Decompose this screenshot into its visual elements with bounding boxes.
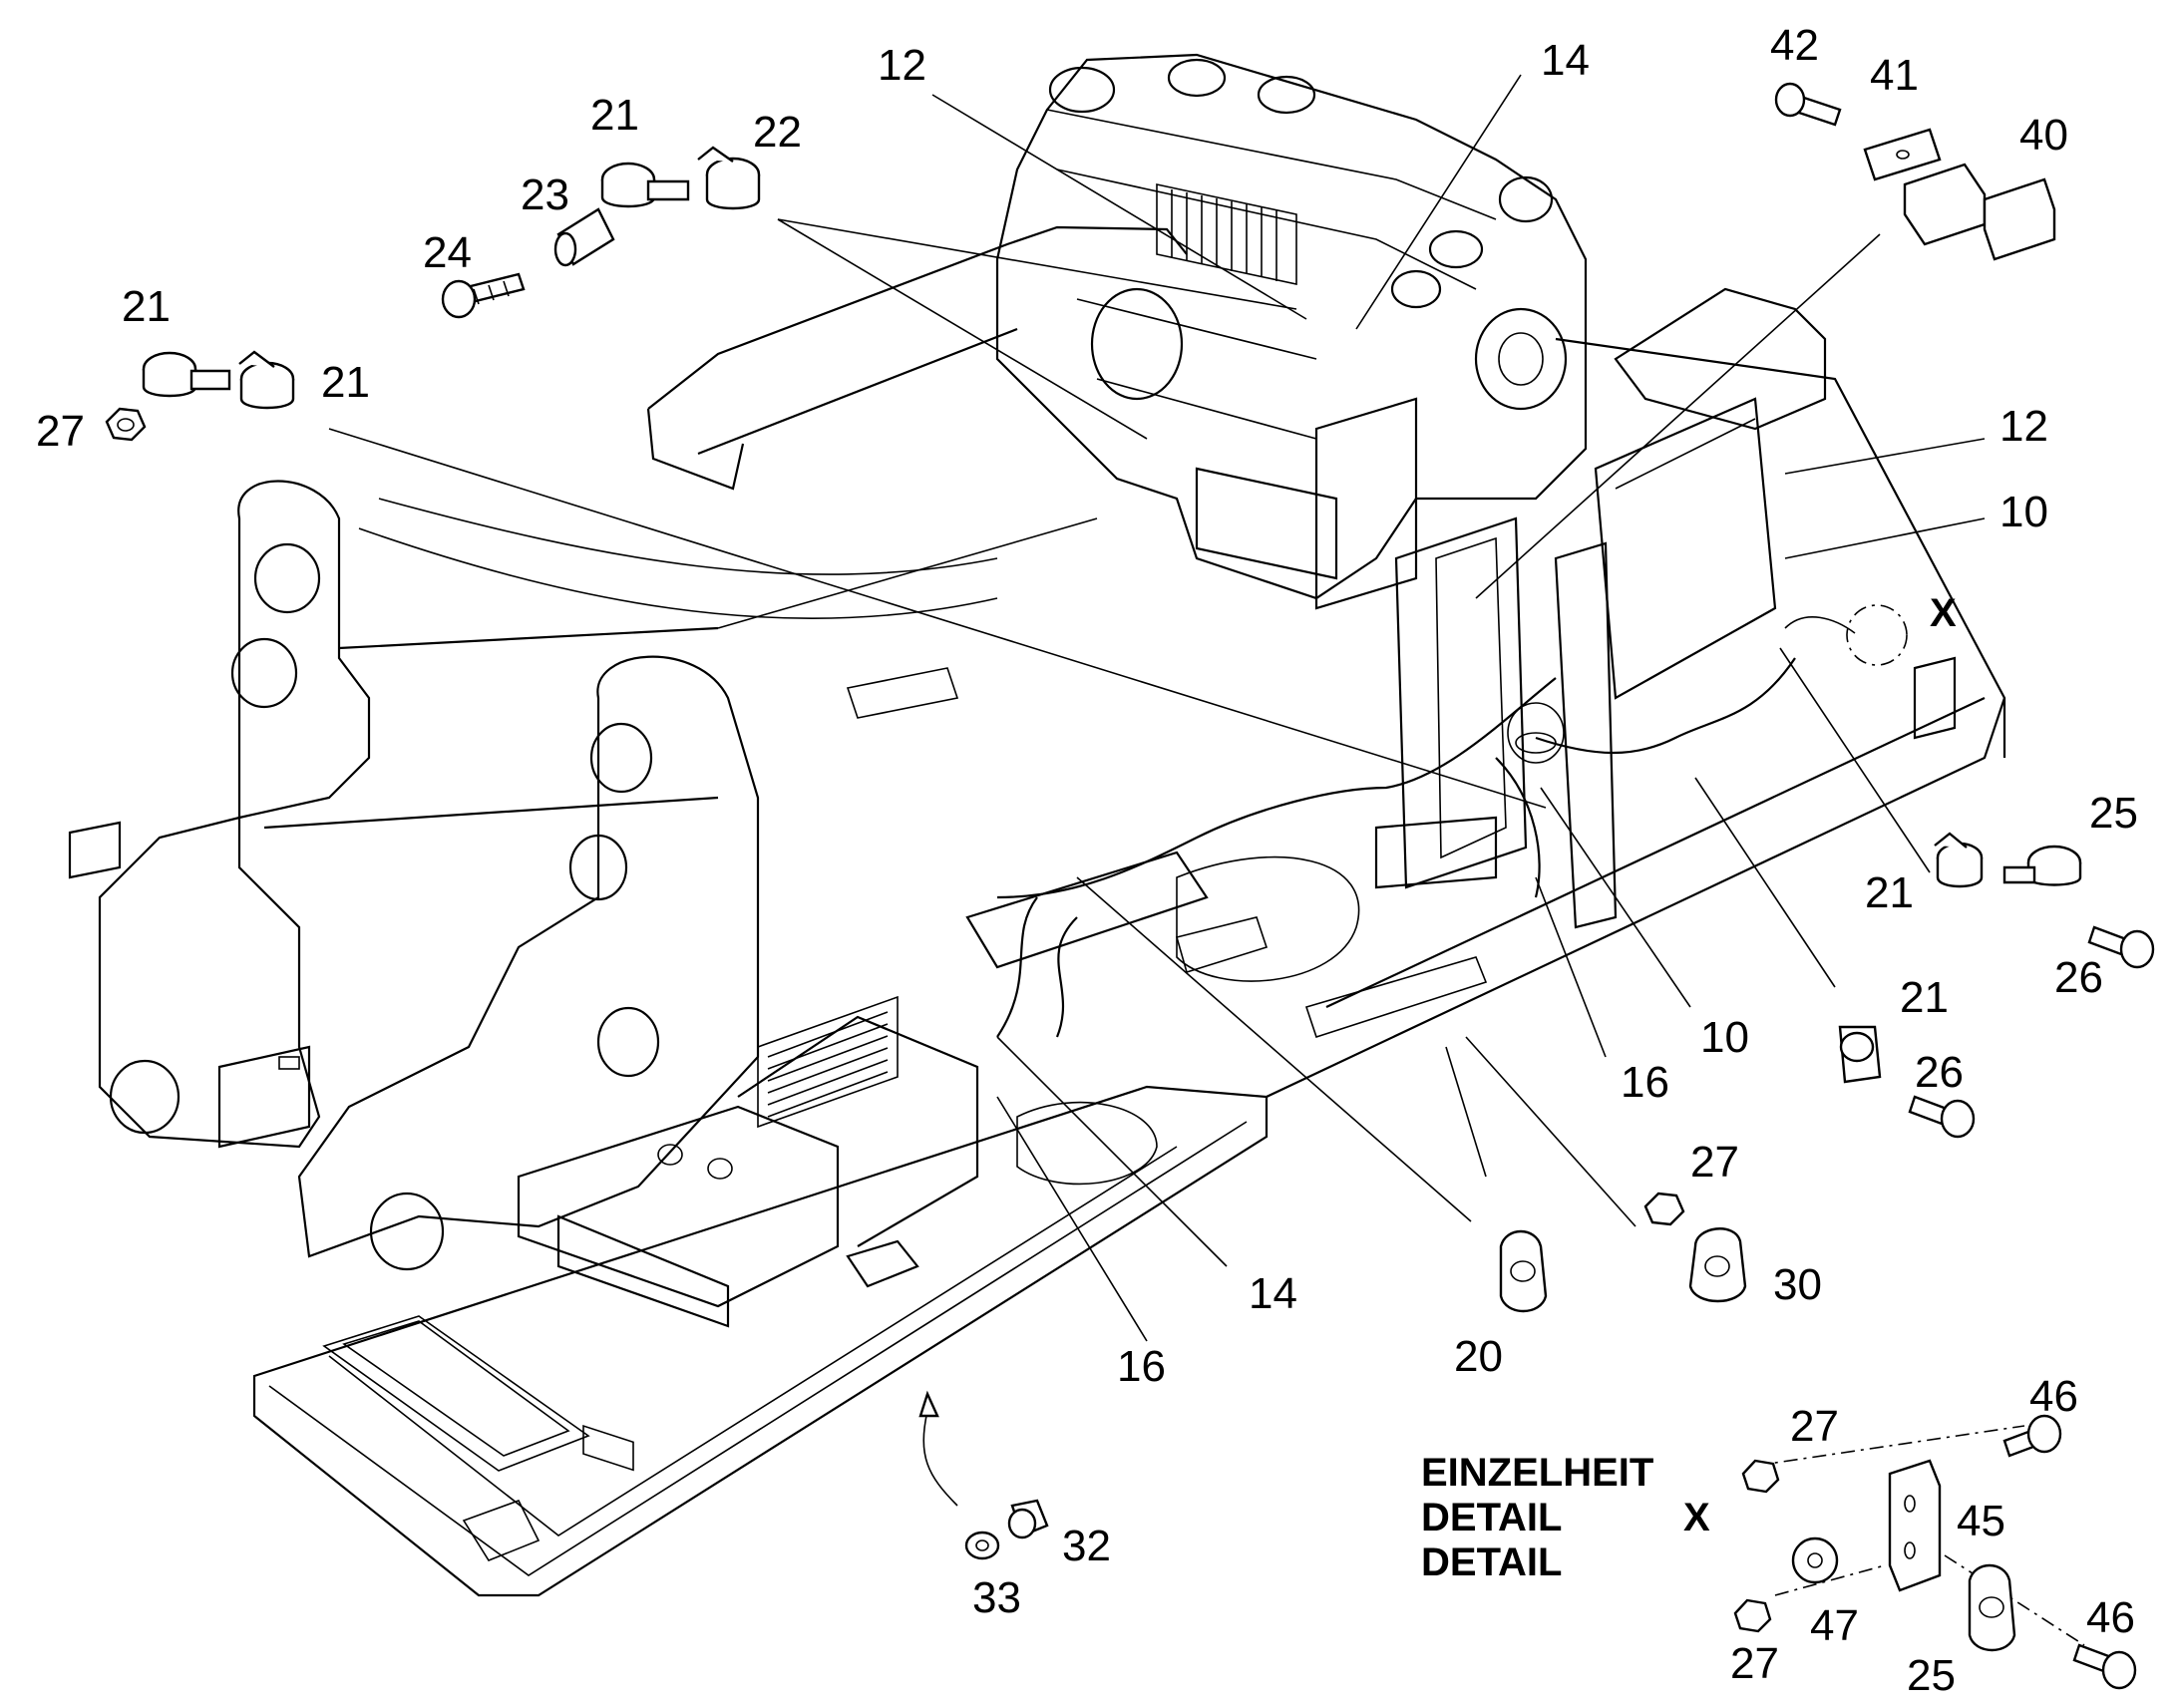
callout-10: 10 [1999,488,2048,536]
detail-title-line2: DETAIL [1421,1496,1562,1539]
callout-25: 25 [2089,789,2138,838]
callout-20: 20 [1454,1332,1503,1381]
callout-33: 33 [972,1573,1021,1622]
detail-title-marker: X [1683,1496,1710,1539]
bolt-46-bottom [2072,1643,2137,1690]
bracket-40 [1903,163,2056,261]
detail-title-line3: DETAIL [1421,1540,1562,1584]
washer-33 [964,1531,1000,1560]
callout-26: 26 [1915,1048,1964,1097]
callout-46: 46 [2029,1372,2078,1421]
callout-40: 40 [2019,111,2068,160]
bolt-32 [1007,1499,1049,1539]
radiator-assembly [1314,287,1957,929]
callout-10: 10 [1700,1013,1749,1062]
bolt-26-right [2087,925,2155,969]
electronics-box [517,995,979,1472]
callout-27: 27 [36,407,85,456]
nut-27-detail-bottom [1733,1598,1772,1633]
callout-21: 21 [1865,868,1914,917]
clip-30 [1688,1227,1747,1303]
clamp-21-left-b [238,350,295,410]
callout-47: 47 [1810,1601,1859,1650]
callout-32: 32 [1062,1522,1111,1570]
engine-block [995,53,1588,600]
clamp-20 [1499,1229,1548,1313]
callout-14: 14 [1541,36,1590,85]
callout-42: 42 [1770,21,1819,70]
detail-title-line1: EINZELHEIT [1421,1451,1653,1495]
bolt-26-mid [1908,1095,1976,1139]
clamp-21-right [1934,832,1984,888]
callout-23: 23 [521,171,569,219]
callout-41: 41 [1870,51,1919,100]
nut-27-mid [1643,1192,1685,1226]
loose-parts [105,82,2155,1560]
callout-21: 21 [122,282,171,331]
callout-46: 46 [2086,1593,2135,1642]
callout-27: 27 [1790,1402,1839,1451]
callout-45: 45 [1957,1497,2005,1545]
plate-41 [1863,128,1942,181]
callout-12: 12 [1999,402,2048,451]
callout-30: 30 [1773,1260,1822,1309]
bracket-45 [1888,1459,1942,1592]
clamp-21-mid [1838,1025,1882,1084]
nut-27-detail-top [1741,1459,1780,1494]
callout-12: 12 [878,41,926,90]
callout-26: 26 [2054,953,2103,1002]
washer-47 [1791,1537,1839,1584]
cable-harness [996,604,1908,1038]
chassis-frame [68,225,2006,1597]
callout-27: 27 [1730,1639,1779,1688]
callout-21: 21 [590,91,639,140]
callout-24: 24 [423,228,472,277]
callout-22: 22 [753,108,802,157]
callout-16: 16 [1117,1342,1166,1391]
clamp-21-top [600,162,690,208]
callout-14: 14 [1249,1269,1297,1318]
clamp-22 [697,146,761,210]
detail-x-assembly [1733,1414,2137,1690]
clamp-21-left-a [142,351,231,398]
detail-marker-x: X [1930,591,1957,635]
nut-27-left [105,407,147,442]
clamp-25-right [2002,845,2082,886]
callout-21: 21 [321,358,370,407]
callout-27: 27 [1690,1138,1739,1187]
bolt-42 [1774,82,1842,127]
detail-label: EINZELHEIT DETAIL DETAIL X [1421,1451,1710,1584]
spacer-23 [553,207,615,267]
callout-25: 25 [1907,1651,1956,1700]
callout-21: 21 [1900,973,1949,1022]
detail-x-circle [1846,604,1908,666]
bolt-24 [441,272,526,319]
bolt-46-top [2002,1414,2062,1458]
callout-16: 16 [1621,1058,1669,1107]
leader-lines [328,74,1986,1507]
callout-labels: 12 14 42 41 40 21 22 23 24 21 21 27 12 1… [36,21,2138,1700]
clamp-25-detail [1968,1563,2016,1652]
